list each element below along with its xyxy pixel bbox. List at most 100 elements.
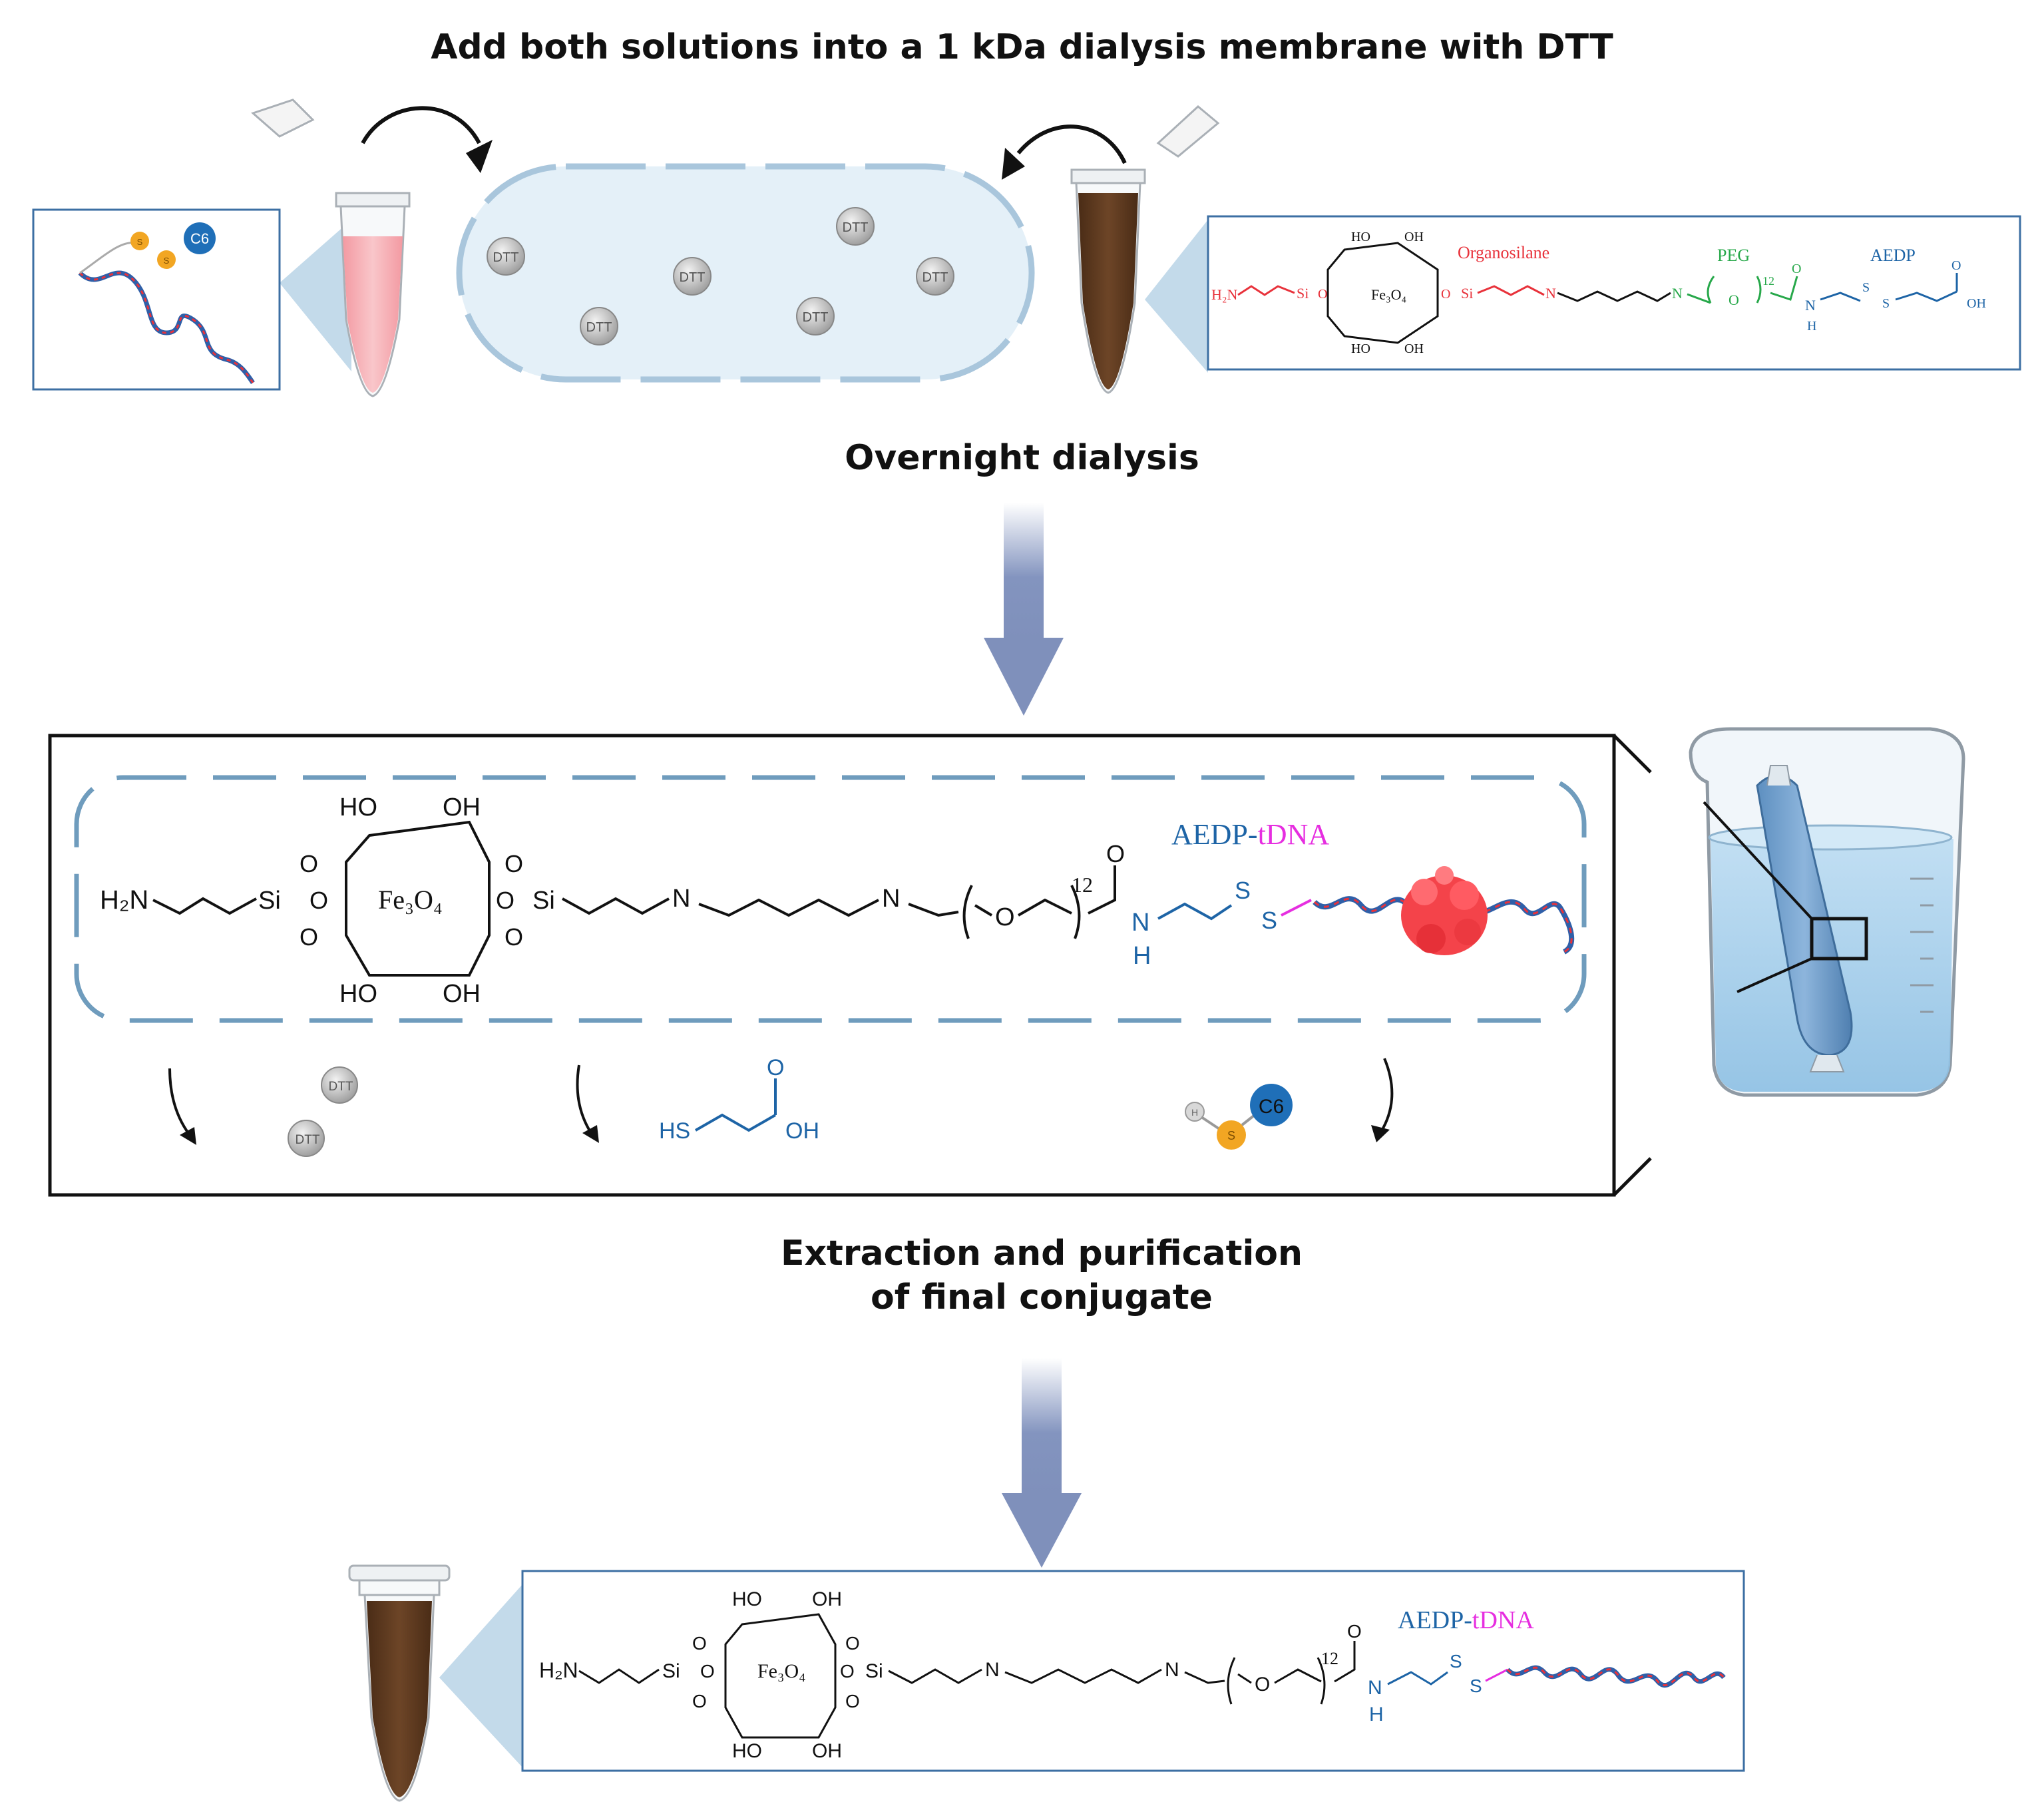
fe3o4-label: Fe₃O₄ (1371, 286, 1406, 303)
protein-blob (1401, 866, 1488, 955)
sulfur-atom (130, 232, 149, 250)
final-s-2: S (1470, 1676, 1482, 1696)
step-extraction-line2: of final conjugate (871, 1277, 1213, 1317)
sulfur-label: S (137, 237, 143, 247)
svg-text:DTT: DTT (803, 310, 829, 325)
step-extraction-title: Extraction and purification of final con… (666, 1232, 1418, 1319)
svg-text:DTT: DTT (922, 270, 948, 285)
ho-bottom: HO (1351, 341, 1370, 356)
organosilane-label: Organosilane (1458, 243, 1549, 262)
final-o-2: O (700, 1661, 715, 1682)
step-extraction-line1: Extraction and purification (780, 1234, 1303, 1273)
final-s-1: S (1450, 1651, 1462, 1672)
inset-frame (1207, 215, 2021, 371)
conj-ho-bottom: HO (339, 980, 377, 1008)
conj-peg-start (908, 903, 959, 917)
final-fe3o4-label: Fe₃O₄ (757, 1660, 806, 1682)
final-o-5: O (840, 1661, 855, 1682)
conj-si-right: Si (532, 887, 555, 915)
conj-aedp-tdna-label: AEDP-tDNA (1171, 818, 1329, 851)
curved-arrow-left-head (466, 140, 493, 173)
oh-bottom: OH (1404, 341, 1424, 356)
zoom-line-top (1613, 734, 1652, 774)
nanoparticle-inset: H₂N Si O Fe₃O₄ HO OH HO OH O Si Organosi… (1207, 215, 2021, 371)
o-left: O (1318, 287, 1327, 302)
disulfide-s1: S (1862, 280, 1870, 295)
final-peg-end (1274, 1668, 1322, 1684)
inset-callout (280, 220, 351, 371)
inset-frame (32, 208, 281, 391)
final-ho-top: HO (732, 1588, 762, 1610)
conj-fe3o4-label: Fe₃O₄ (378, 885, 443, 915)
conj-n-1: N (672, 885, 690, 913)
propyl-chain (1237, 285, 1295, 296)
tube-liquid-brown (367, 1601, 432, 1797)
conj-peg-end (1018, 898, 1072, 917)
conj-fe3o4-core (345, 820, 491, 977)
conj-peg-bracket (962, 885, 1081, 939)
amide-n: N (1805, 297, 1816, 314)
conj-dna-link (1281, 899, 1312, 917)
tube-liquid-brown (1078, 193, 1138, 389)
zoom-connector-bottom (1737, 957, 1812, 993)
tube-cap (251, 99, 315, 138)
bag-clip-top (1766, 765, 1791, 786)
svg-text:H: H (1191, 1107, 1198, 1118)
zoom-line-bottom (1613, 1157, 1652, 1196)
final-inset-callout (439, 1584, 522, 1767)
final-fe3o4-core (724, 1613, 837, 1739)
mpa-oh: OH (785, 1118, 819, 1144)
dtt-molecule: DTT (580, 307, 618, 345)
conj-aedp-chain (1157, 902, 1233, 921)
final-oh-top: OH (812, 1588, 842, 1610)
tube-cap (1156, 105, 1220, 158)
final-o-1: O (692, 1633, 707, 1654)
peg-bracket (1687, 276, 1762, 304)
svg-text:DTT: DTT (329, 1080, 353, 1094)
amide-carbonyl (1770, 276, 1798, 301)
final-ho-bottom: HO (732, 1740, 762, 1762)
svg-text:S: S (1227, 1129, 1235, 1142)
final-aedp-chain (1387, 1671, 1448, 1686)
zoom-connector-top (1703, 801, 1813, 920)
process-arrow-1 (984, 503, 1064, 716)
imine-n-right: N (1672, 285, 1683, 302)
final-peg-start (1184, 1671, 1225, 1684)
glutaraldehyde-chain (1557, 290, 1671, 302)
conj-si-left: Si (258, 887, 281, 915)
membrane-section (74, 775, 1587, 1023)
svg-text:C6: C6 (1259, 1096, 1284, 1118)
final-propyl (578, 1668, 660, 1684)
final-n-1: N (985, 1659, 1000, 1681)
amine-label: H₂N (1211, 286, 1238, 303)
arrow-head (984, 638, 1064, 716)
final-dna-red (1506, 1666, 1725, 1687)
conj-amine: H₂N (100, 885, 148, 915)
conj-repeat: 12 (1072, 873, 1093, 897)
brown-tube-top (1070, 105, 1220, 394)
conj-propyl (152, 897, 257, 915)
dtt-molecule: DTT (916, 257, 954, 296)
mpa-chain (695, 1113, 776, 1132)
final-peg-bond (1237, 1673, 1252, 1684)
curved-arrow-right-head (1002, 148, 1025, 180)
arrow-shaft (1004, 503, 1044, 639)
tube-rim (335, 192, 411, 208)
mpa-hs: HS (659, 1118, 690, 1144)
final-peg-o: O (1255, 1674, 1270, 1696)
tube-rim (1070, 168, 1146, 184)
final-oh-bottom: OH (812, 1740, 842, 1762)
sulfur-label-2: S (164, 256, 170, 266)
beaker-graduations (1910, 877, 1934, 1013)
conj-n-2: N (882, 885, 900, 913)
conj-amide-n: N (1131, 909, 1149, 937)
si-left: Si (1297, 285, 1309, 302)
conj-carbonyl (1088, 865, 1116, 915)
peg-oxygen: O (1729, 292, 1739, 308)
linker-chain (1477, 285, 1545, 296)
o-right: O (1441, 287, 1450, 302)
release-arrow-3-head (1371, 1125, 1390, 1142)
conj-o-2: O (309, 887, 328, 914)
final-conjugate-inset: H₂N Si O O O Fe₃O₄ HO OH HO OH O O O Si … (521, 1570, 1745, 1772)
